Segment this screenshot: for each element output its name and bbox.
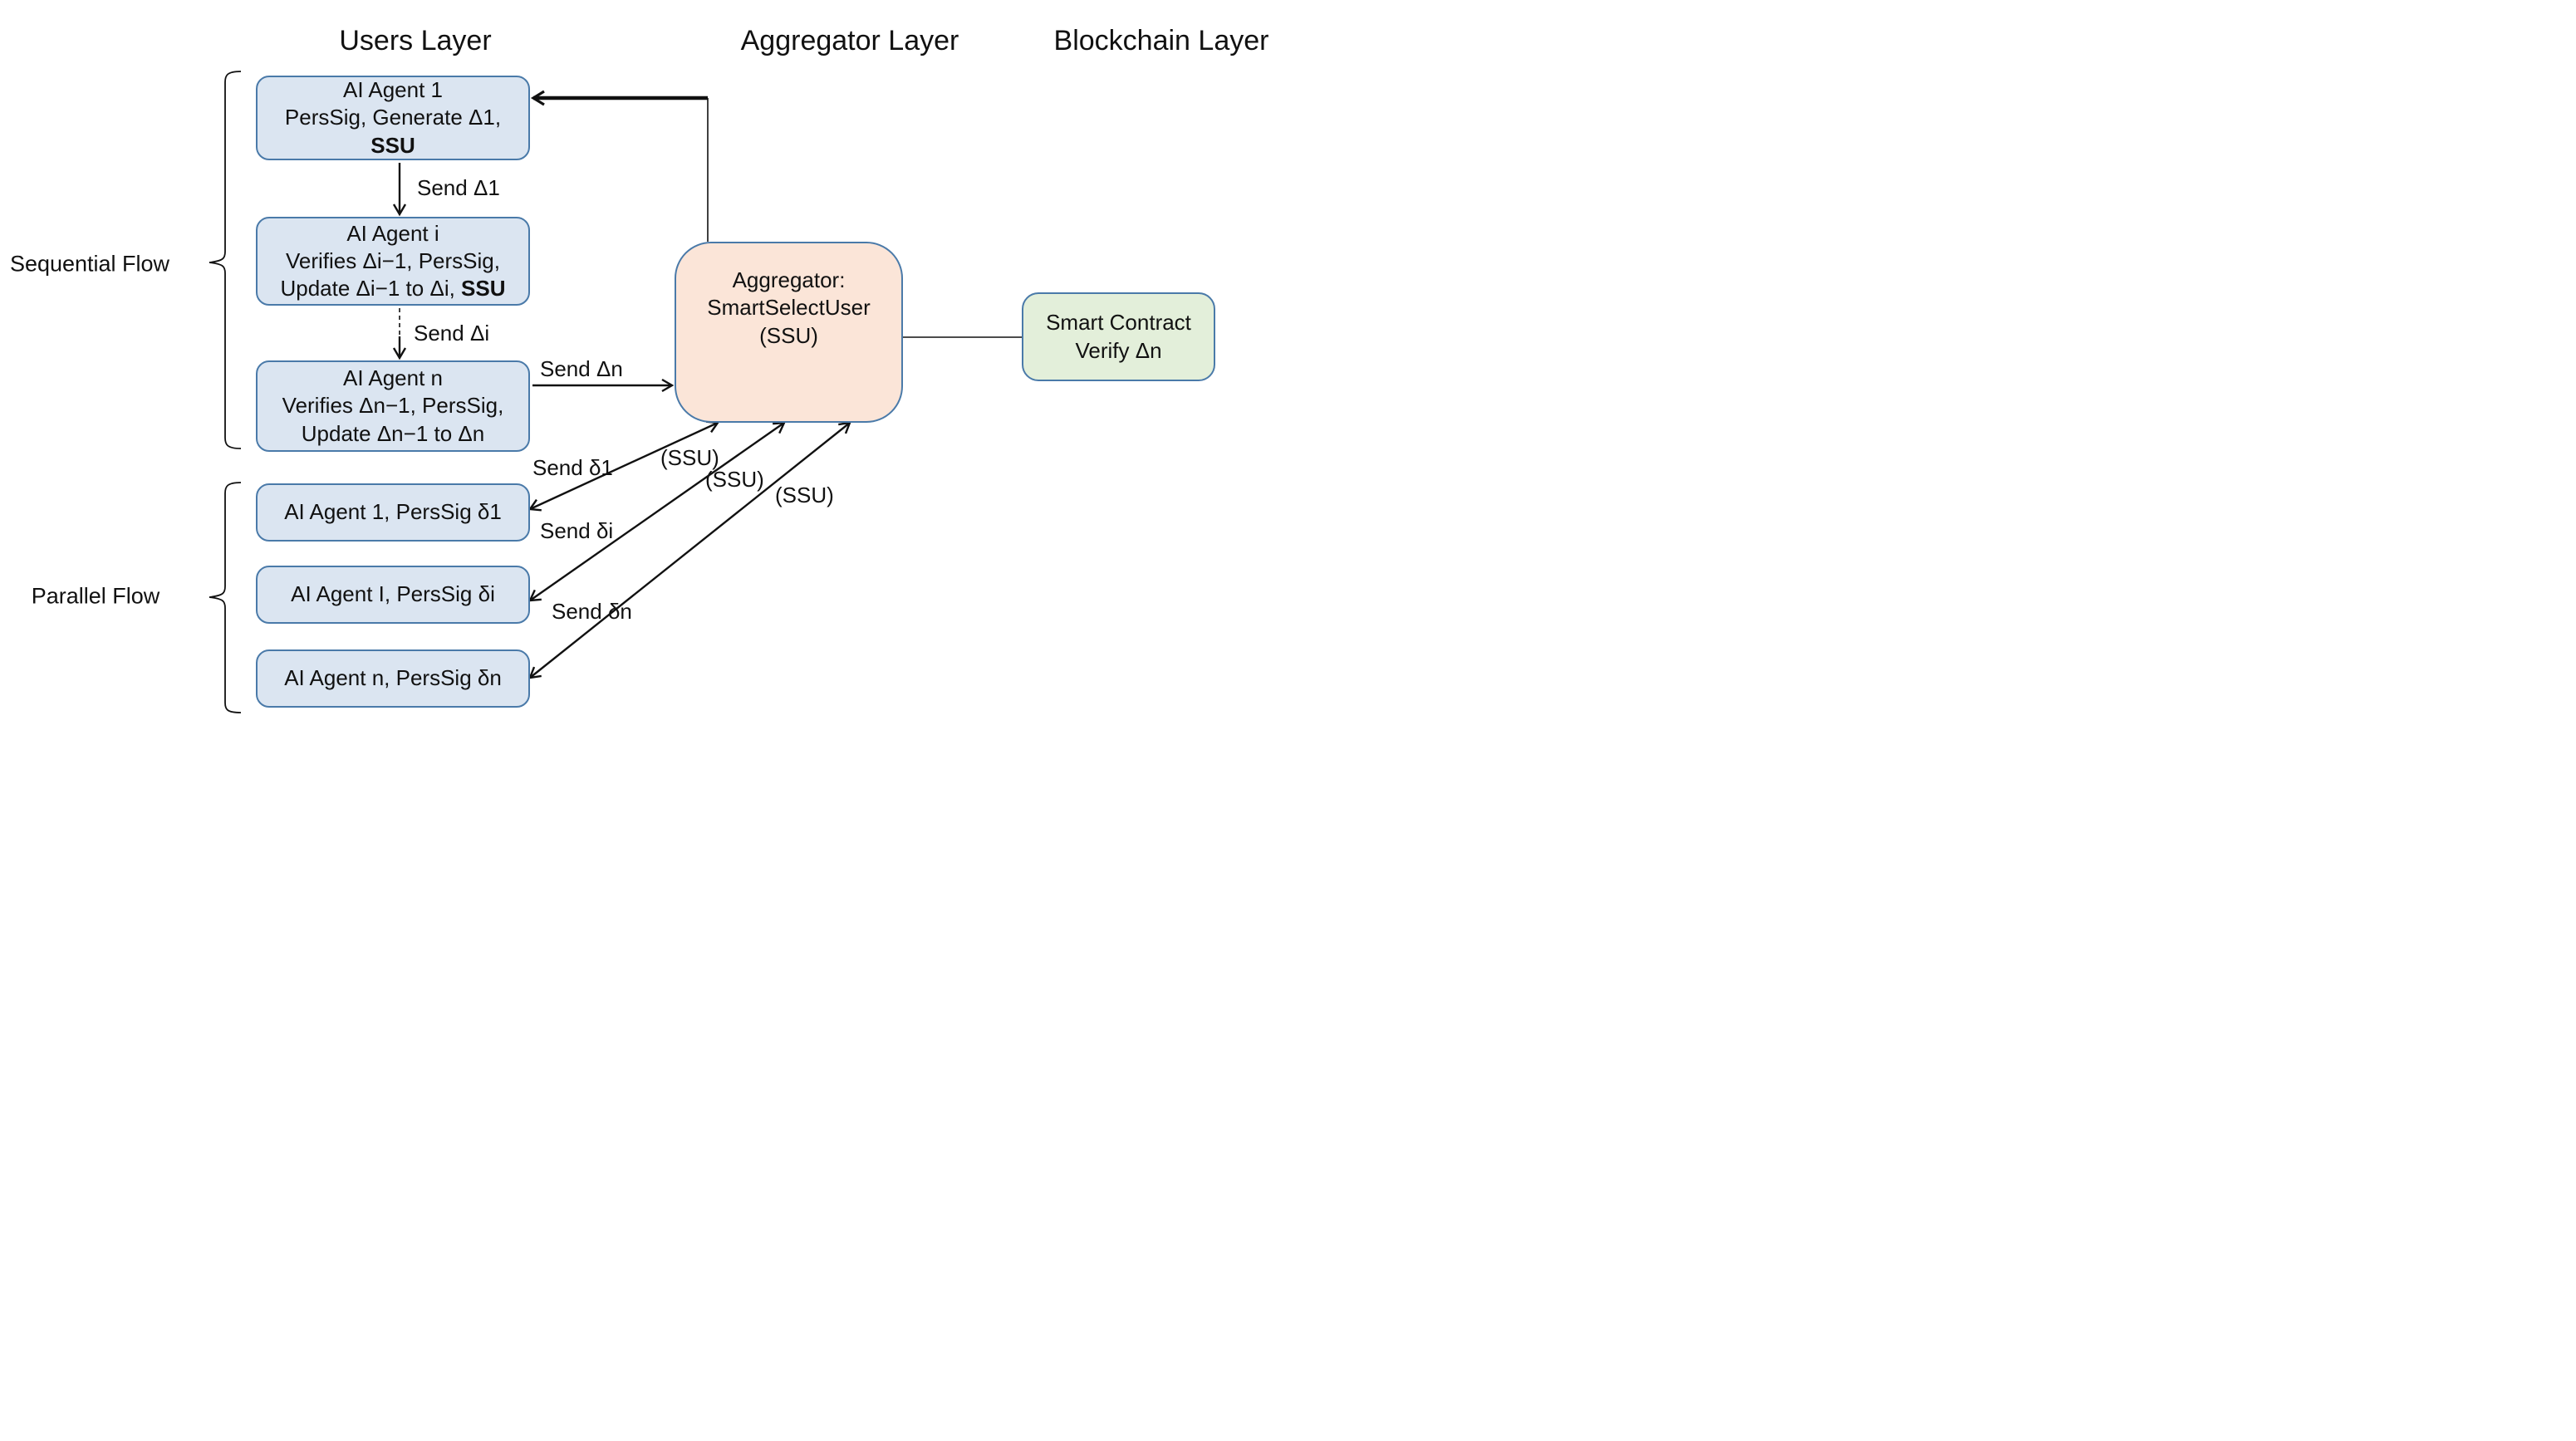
- parallel-brace: [209, 482, 242, 713]
- box-text-line: Verify Δn: [1075, 337, 1162, 363]
- box-aggregator-ssu: Aggregator: SmartSelectUser (SSU): [675, 242, 903, 423]
- box-text-line: AI Agent n, PersSig δn: [284, 665, 502, 691]
- edge-label-ssu-2: (SSU): [705, 467, 764, 492]
- box-smart-contract: Smart Contract Verify Δn: [1022, 292, 1215, 381]
- box-text-line: AI Agent n: [343, 365, 443, 391]
- header-blockchain-layer: Blockchain Layer: [1053, 25, 1269, 56]
- edge-label-send-delta1: Send δ1: [532, 455, 613, 480]
- edge-label-send-d1: Send Δ1: [417, 175, 500, 200]
- edge-label-send-dn: Send Δn: [540, 356, 623, 381]
- label-sequential-flow: Sequential Flow: [9, 251, 170, 277]
- arrow-par3-aggregator: [528, 421, 851, 679]
- box-text-line: AI Agent i: [346, 220, 439, 246]
- box-text-line: AI Agent 1: [343, 77, 443, 103]
- box-parallel-ai-agent-n: AI Agent n, PersSig δn: [256, 649, 530, 708]
- header-aggregator-layer: Aggregator Layer: [740, 25, 959, 56]
- box-text-line: Smart Contract: [1046, 310, 1191, 336]
- box-text-line: AI Agent I, PersSig δi: [291, 581, 495, 607]
- box-text-line: Verifies Δi−1, PersSig,: [286, 248, 500, 273]
- sequential-brace: [209, 71, 242, 449]
- box-text-line: Aggregator:: [732, 267, 846, 293]
- connector-lines: [209, 71, 1022, 713]
- edge-label-send-deltai: Send δi: [540, 518, 614, 543]
- box-text-line: SmartSelectUser: [707, 295, 871, 321]
- box-text-line: Update Δi−1 to Δi, SSU: [280, 276, 506, 301]
- edge-label-send-deltan: Send δn: [552, 599, 632, 624]
- edge-label-send-di: Send Δi: [414, 321, 490, 346]
- header-users-layer: Users Layer: [339, 25, 492, 56]
- box-text-line: PersSig, Generate Δ1,: [284, 105, 502, 130]
- box-parallel-ai-agent-i: AI Agent I, PersSig δi: [256, 566, 530, 624]
- arrow-par2-aggregator: [528, 421, 786, 602]
- box-text-line: Verifies Δn−1, PersSig,: [282, 393, 504, 419]
- box-text-line: (SSU): [759, 322, 818, 348]
- edge-label-ssu-1: (SSU): [660, 445, 719, 470]
- box-text-line: Update Δn−1 to Δn: [301, 420, 485, 446]
- box-ai-agent-n: AI Agent n Verifies Δn−1, PersSig, Updat…: [256, 360, 530, 452]
- box-text-line: AI Agent 1, PersSig δ1: [284, 499, 502, 525]
- box-ai-agent-i: AI Agent i Verifies Δi−1, PersSig, Updat…: [256, 217, 530, 306]
- label-parallel-flow: Parallel Flow: [31, 583, 160, 609]
- architecture-diagram: Users Layer Aggregator Layer Blockchain …: [0, 0, 1288, 721]
- box-parallel-ai-agent-1: AI Agent 1, PersSig δ1: [256, 483, 530, 542]
- box-ai-agent-1: AI Agent 1 PersSig, Generate Δ1, SSU: [256, 76, 530, 160]
- edge-label-ssu-3: (SSU): [775, 483, 834, 507]
- box-text-line: SSU: [370, 132, 415, 158]
